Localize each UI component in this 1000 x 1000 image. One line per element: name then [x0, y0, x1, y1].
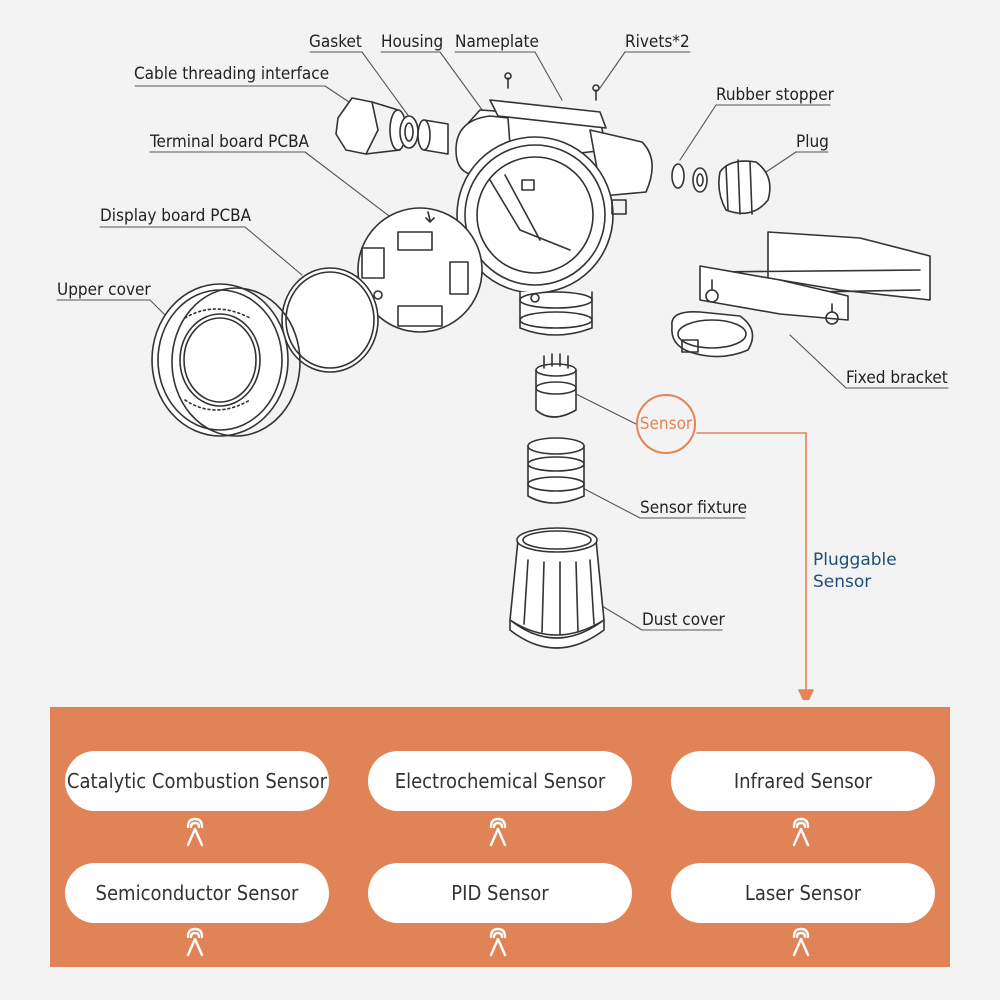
signal-icon [489, 817, 507, 847]
dust-cover-part [509, 527, 605, 649]
pluggable-line-1: Pluggable [813, 550, 897, 570]
label-gasket: Gasket [309, 32, 362, 52]
sensor-fixture-part [527, 437, 585, 504]
sensor-type-infrared: Infrared Sensor [671, 751, 935, 811]
sensor-type-catalytic: Catalytic Combustion Sensor [65, 751, 329, 811]
label-housing: Housing [381, 32, 444, 52]
signal-icon [489, 927, 507, 957]
label-dust-cover: Dust cover [642, 610, 725, 630]
pluggable-line-2: Sensor [813, 572, 872, 592]
label-upper-cover: Upper cover [57, 280, 151, 300]
sensor-types-panel: Catalytic Combustion Sensor Electrochemi… [50, 707, 950, 967]
label-plug: Plug [796, 132, 829, 152]
sensor-callout: Sensor [636, 394, 696, 454]
terminal-board-part [357, 207, 483, 333]
label-cable-threading: Cable threading interface [134, 64, 330, 84]
sensor-type-pid: PID Sensor [368, 863, 632, 923]
pluggable-sensor-note: Pluggable Sensor [813, 549, 897, 593]
label-display-board: Display board PCBA [100, 206, 252, 226]
label-rivets: Rivets*2 [625, 32, 690, 52]
signal-icon [186, 817, 204, 847]
upper-cover-part [151, 283, 301, 437]
label-rubber-stopper: Rubber stopper [716, 85, 834, 105]
label-nameplate: Nameplate [455, 32, 539, 52]
exploded-view-diagram [56, 51, 949, 700]
fixed-bracket-part [671, 231, 931, 358]
display-board-part [281, 267, 379, 373]
sensor-type-laser: Laser Sensor [671, 863, 935, 923]
sensor-part [535, 353, 577, 418]
housing-part [455, 109, 653, 336]
sensor-type-electrochemical: Electrochemical Sensor [368, 751, 632, 811]
sensor-type-semiconductor: Semiconductor Sensor [65, 863, 329, 923]
signal-icon [792, 927, 810, 957]
cable-gland-part [335, 97, 407, 155]
signal-icon [792, 817, 810, 847]
label-terminal-board: Terminal board PCBA [150, 132, 310, 152]
pluggable-arrow [696, 432, 814, 700]
label-sensor-fixture: Sensor fixture [640, 498, 747, 518]
signal-icon [186, 927, 204, 957]
label-fixed-bracket: Fixed bracket [846, 368, 948, 388]
